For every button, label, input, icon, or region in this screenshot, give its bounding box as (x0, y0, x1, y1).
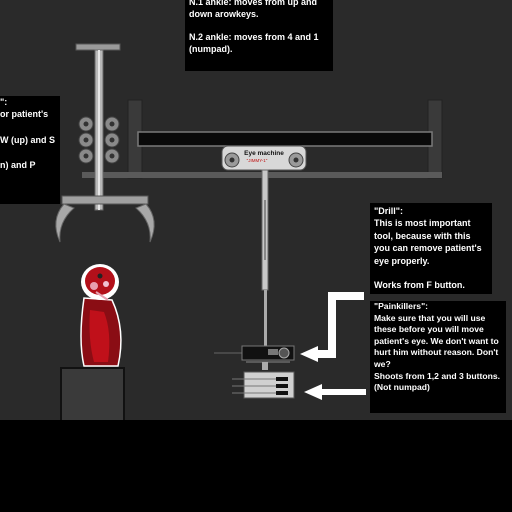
patient-pedestal (60, 367, 125, 420)
claw-bolt-grid (78, 116, 120, 164)
painkillers-title: "Painkillers": (374, 301, 429, 311)
drill-title: "Drill": (374, 206, 404, 216)
painkillers-description: Make sure that you will use these before… (374, 312, 499, 369)
claw-panel-line-1: ": (0, 97, 8, 107)
painkillers-hint: Shoots from 1,2 and 3 buttons. (Not nump… (374, 370, 501, 393)
floor (0, 420, 512, 512)
ankle-2-instruction: N.2 ankle: moves from 4 and 1 (numpad). (189, 31, 319, 55)
claw-arm[interactable] (55, 43, 155, 243)
claw-panel-line-4: n) and P (0, 160, 36, 171)
drill-arm[interactable] (214, 169, 295, 370)
eye-machine-sublabel: "JIMMY-1" (247, 158, 268, 163)
painkillers-info-panel: "Painkillers": Make sure that you will u… (370, 301, 506, 413)
claw-panel-line-3: W (up) and S (0, 134, 55, 145)
painkiller-dispenser[interactable] (232, 371, 295, 399)
scene-graphics: Eye machine "JIMMY-1" (55, 43, 443, 420)
drill-description: This is most important tool, because wit… (374, 218, 482, 266)
game-scene: Eye machine "JIMMY-1" (0, 0, 512, 420)
ankle-controls-panel: N.1 ankle: moves from up and down arowke… (185, 0, 333, 71)
claw-panel-line-2: or patient's (0, 109, 49, 120)
drill-info-panel: "Drill": This is most important tool, be… (370, 203, 492, 294)
drill-hint: Works from F button. (374, 280, 465, 291)
eye-machine[interactable]: Eye machine "JIMMY-1" (221, 145, 307, 171)
ankle-1-instruction: N.1 ankle: moves from up and down arowke… (189, 0, 318, 20)
painkiller-pointer-arrow (304, 384, 366, 400)
eye-machine-label: Eye machine (244, 150, 284, 157)
patient[interactable] (80, 264, 122, 367)
drill-pointer-arrow (300, 292, 364, 362)
claw-controls-panel: ": or patient's W (up) and S n) and P (0, 96, 60, 204)
